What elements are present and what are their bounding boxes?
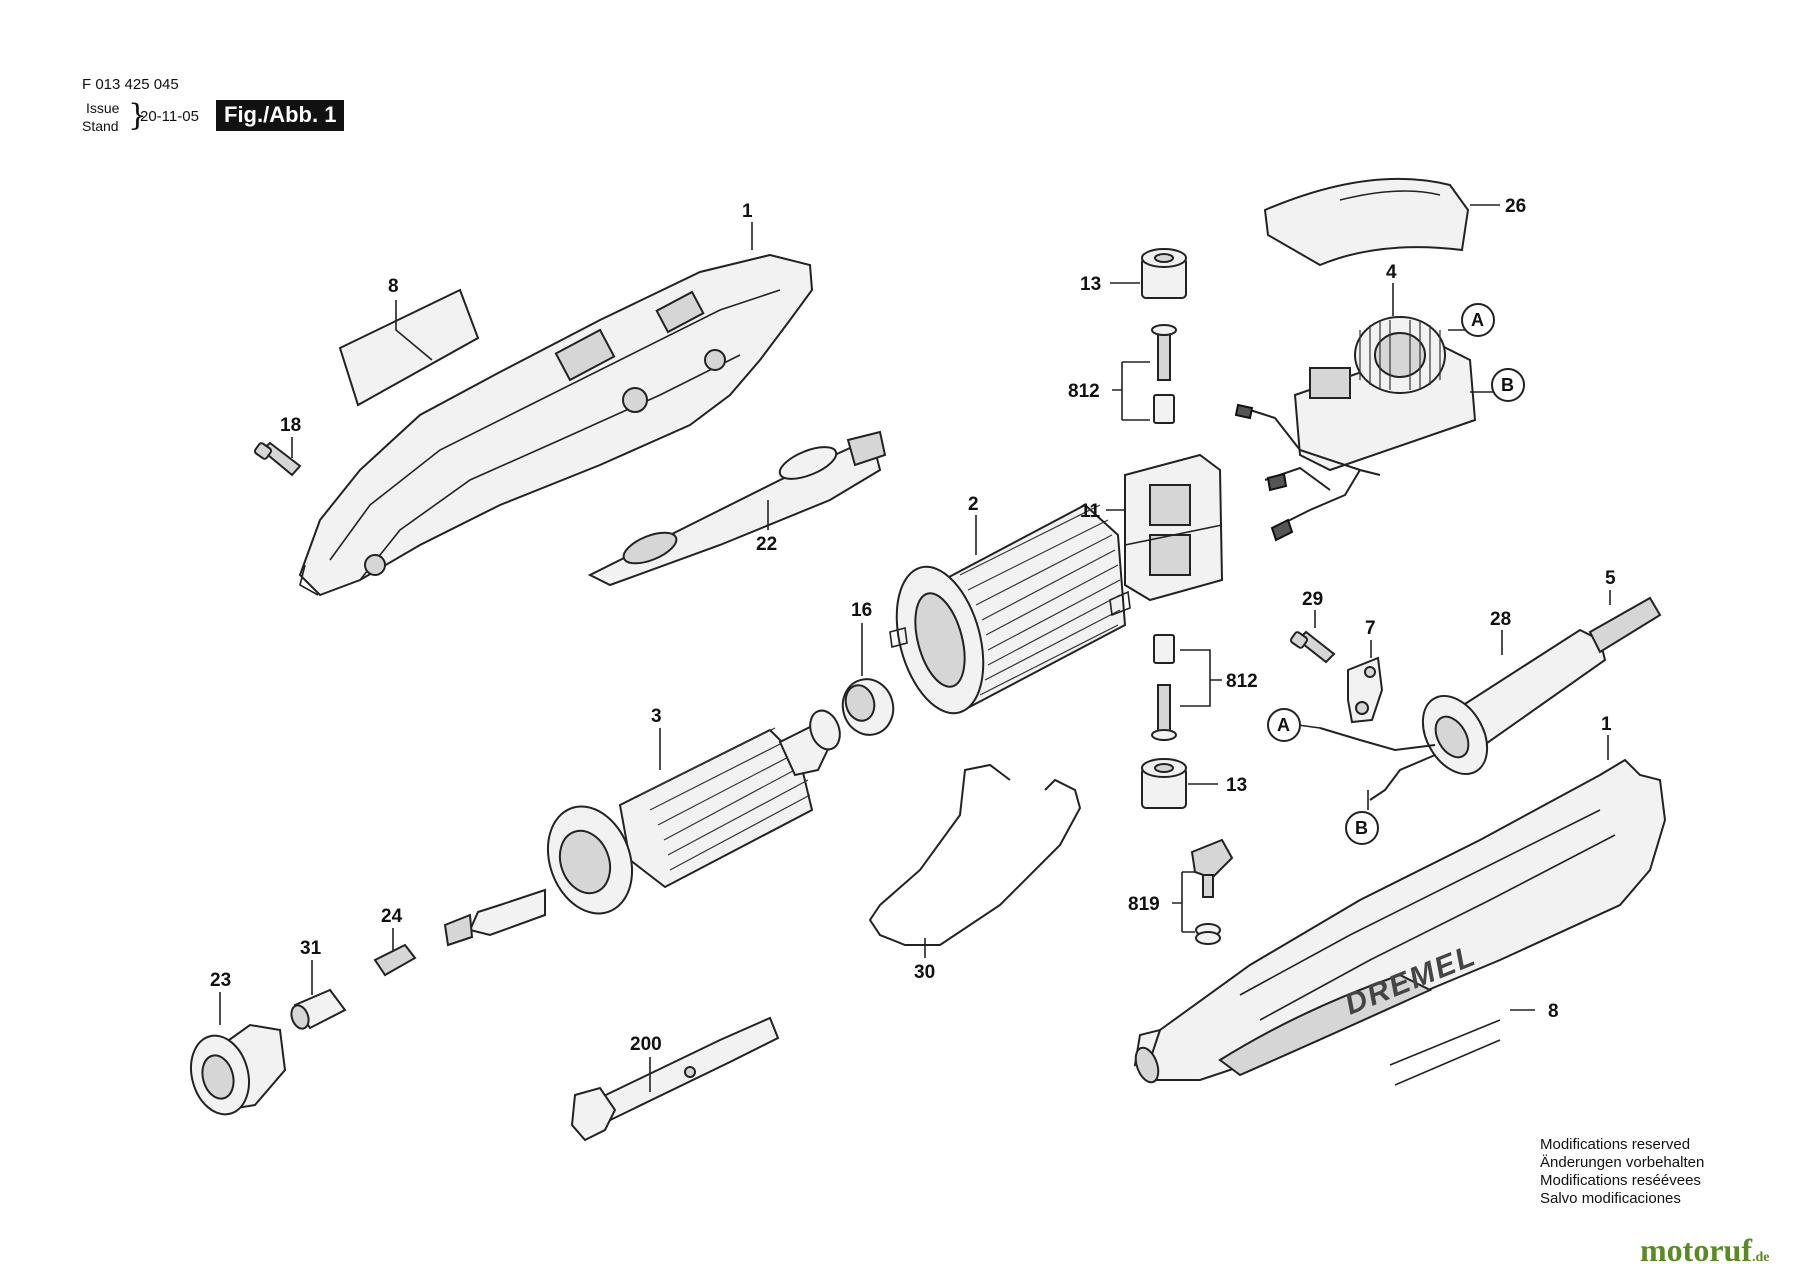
callout-B-mid: B (1355, 818, 1368, 838)
watermark: motoruf.de (1640, 1232, 1769, 1269)
brush-812-top (1151, 324, 1177, 424)
callout-5: 5 (1605, 568, 1616, 589)
bearing-16 (841, 678, 895, 736)
callout-812-bottom: 812 (1226, 671, 1258, 692)
bracket-30 (868, 763, 1082, 946)
issue-label: Issue (86, 100, 120, 116)
callout-B-top: B (1501, 375, 1514, 395)
callout-819: 819 (1128, 894, 1160, 915)
callout-24: 24 (381, 906, 403, 927)
electronics-4 (1234, 316, 1477, 542)
note-de: Änderungen vorbehalten (1540, 1154, 1705, 1171)
callout-A-mid: A (1277, 715, 1290, 735)
housing-assembled: DREMEL (1133, 758, 1667, 1084)
callout-23: 23 (210, 970, 231, 991)
screw-18 (254, 441, 302, 477)
housing-half-left (298, 253, 814, 597)
modification-notes: Modifications reserved Änderungen vorbeh… (1540, 1136, 1704, 1208)
collet-24 (373, 943, 417, 977)
cord-sleeve-28 (1421, 628, 1607, 775)
nose-cap-23 (190, 1023, 287, 1116)
callout-30: 30 (914, 962, 935, 983)
brush-holder-11 (1124, 453, 1224, 602)
leader-8 (395, 300, 433, 361)
callout-A-top: A (1471, 310, 1484, 330)
leader-812-top (1112, 361, 1150, 421)
note-en: Modifications reserved (1540, 1136, 1691, 1153)
callout-18: 18 (280, 415, 301, 436)
callout-8-right: 8 (1548, 1001, 1559, 1022)
figure-label: Fig./Abb. 1 (216, 100, 345, 131)
brace-glyph: } (128, 98, 148, 133)
armature-3 (443, 709, 841, 947)
callout-1-right: 1 (1601, 714, 1612, 735)
switch-plate-22 (587, 430, 887, 587)
callout-16: 16 (851, 600, 872, 621)
cover-26 (1263, 177, 1470, 267)
bushing-13-top (1141, 248, 1187, 299)
connector-a-mid-circle (1267, 708, 1301, 742)
power-cord-5 (1319, 596, 1662, 801)
bushing-13-bottom (1141, 758, 1187, 809)
callout-8: 8 (388, 276, 399, 297)
cord-clamp-7 (1347, 656, 1384, 724)
callout-2: 2 (968, 494, 979, 515)
leader-812-bottom (1180, 649, 1222, 707)
connector-b-top-circle (1491, 368, 1525, 402)
watermark-tld: .de (1751, 1250, 1770, 1265)
callout-28: 28 (1490, 609, 1511, 630)
callout-3: 3 (651, 706, 662, 727)
brush-812-bottom (1151, 634, 1177, 741)
issue-date: 20-11-05 (140, 108, 199, 125)
callout-200: 200 (630, 1034, 662, 1055)
watermark-name: motoruf (1640, 1232, 1752, 1268)
callout-29: 29 (1302, 589, 1323, 610)
doc-number: F 013 425 045 (82, 76, 179, 93)
connector-b-mid-circle (1345, 811, 1379, 845)
leader-A-mid (1297, 724, 1321, 729)
note-es: Salvo modificaciones (1540, 1190, 1681, 1207)
stand-label: Stand (82, 118, 119, 134)
leader-819 (1172, 871, 1195, 933)
callout-31: 31 (300, 938, 322, 959)
label-plate-lower (1389, 1019, 1501, 1086)
callout-22: 22 (756, 534, 777, 555)
callout-812-top: 812 (1068, 381, 1100, 402)
collet-nut-31 (290, 988, 347, 1030)
switch-button-819 (1190, 838, 1234, 945)
note-fr: Modifications reséévees (1540, 1172, 1701, 1189)
callout-13-bottom: 13 (1226, 775, 1247, 796)
callout-13-top: 13 (1080, 274, 1101, 295)
callout-7: 7 (1365, 618, 1376, 639)
connector-a-top-circle (1461, 303, 1495, 337)
screw-29 (1290, 630, 1336, 664)
field-coil-2 (889, 503, 1131, 715)
label-plate-upper (338, 288, 480, 407)
callout-4: 4 (1386, 262, 1397, 283)
wrench-200 (570, 1016, 780, 1142)
callout-1: 1 (742, 201, 753, 222)
callout-26: 26 (1505, 196, 1526, 217)
callout-11: 11 (1080, 501, 1101, 522)
